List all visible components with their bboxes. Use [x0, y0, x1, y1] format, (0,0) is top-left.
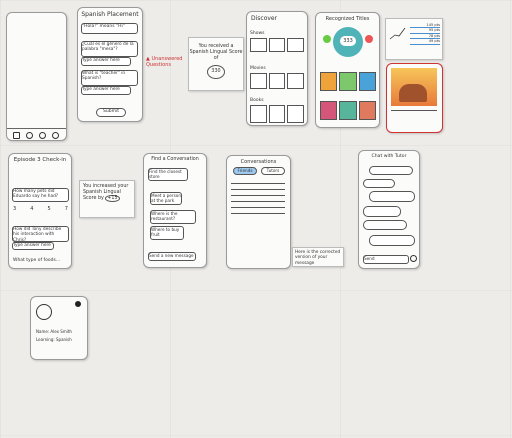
- send-icon[interactable]: [410, 255, 417, 262]
- episode-checkin-screen: Episode 3 Check-in How many pets did Edu…: [8, 153, 72, 269]
- message-input[interactable]: Send a new message: [148, 252, 196, 261]
- bottom-nav: [7, 128, 66, 140]
- stats-list: 145 pts 95 pts 78 pts 49 pts: [410, 23, 440, 45]
- media-tile[interactable]: [287, 37, 305, 52]
- points-stats-note: 145 pts 95 pts 78 pts 49 pts: [385, 18, 443, 60]
- media-tile[interactable]: [287, 72, 305, 89]
- score-change: +15: [105, 194, 120, 202]
- title-grid: [320, 72, 376, 120]
- correction-note: Here is the corrected version of your me…: [292, 247, 344, 267]
- media-tile[interactable]: [268, 104, 286, 123]
- title-tile[interactable]: [358, 72, 376, 91]
- question-3: What type of foods...: [13, 258, 61, 263]
- page-title: Conversations: [240, 159, 277, 165]
- message-input[interactable]: Send: [363, 255, 409, 264]
- submit-button[interactable]: Submit: [96, 108, 126, 117]
- section-movies: Movies: [250, 66, 305, 89]
- option[interactable]: 7: [64, 206, 68, 212]
- chat-screen: Chat with Tutor Send: [358, 150, 420, 269]
- answer-3-field[interactable]: Type answer here: [81, 86, 131, 95]
- conversations-screen: Conversations Friends Tutors: [226, 155, 291, 269]
- page-title: Recognized Titles: [325, 16, 370, 22]
- list-item[interactable]: [231, 201, 285, 202]
- title-tile[interactable]: [358, 101, 376, 120]
- title-tile[interactable]: [339, 101, 357, 120]
- search-icon[interactable]: [26, 132, 33, 139]
- question-1: "Hola!" means "Hi": [81, 23, 138, 34]
- media-tile[interactable]: [268, 37, 286, 52]
- find-conversation-screen: Find a Conversation Find the closest sto…: [143, 153, 207, 268]
- option[interactable]: 3: [13, 206, 17, 212]
- media-tile[interactable]: [250, 72, 267, 89]
- placement-test-screen: Spanish Placement "Hola!" means "Hi" ¿Cu…: [77, 7, 143, 122]
- poster-figures: [399, 84, 427, 102]
- media-tile[interactable]: [287, 104, 305, 123]
- media-tile[interactable]: [268, 72, 286, 89]
- title-tile[interactable]: [320, 101, 338, 120]
- profile-learning: Learning: Spanish: [36, 337, 72, 342]
- list-item[interactable]: [231, 213, 285, 214]
- list-item[interactable]: [231, 183, 285, 184]
- option[interactable]: 4: [30, 206, 34, 212]
- title-tile[interactable]: [320, 72, 338, 91]
- score-value: 333: [340, 36, 356, 46]
- movie-info-lines: [391, 110, 437, 127]
- green-badge-icon: [323, 35, 331, 43]
- media-tile[interactable]: [250, 37, 267, 52]
- question-3: What is "teacher" in Spanish?: [81, 70, 138, 86]
- score-circle: 330: [207, 64, 225, 79]
- conversation-list: [231, 178, 285, 219]
- answer-2-field[interactable]: Type answer here: [81, 57, 131, 66]
- topic-item[interactable]: Meet a person at the park: [150, 192, 182, 205]
- section-books: Books: [250, 98, 305, 123]
- message-bubble: [369, 191, 415, 202]
- movie-detail-screen: [386, 63, 443, 133]
- discover-screen: Discover Shows Movies Books: [246, 11, 308, 126]
- page-title: Spanish Placement: [81, 11, 139, 18]
- profile-icon[interactable]: [52, 132, 59, 139]
- score-increase-note: You increased your Spanish Lingual Score…: [79, 180, 135, 218]
- message-bubble: [369, 166, 413, 175]
- line-graph-sketch: [389, 27, 406, 40]
- page-title: Find a Conversation: [151, 157, 199, 162]
- list-item[interactable]: [231, 207, 285, 208]
- recognized-titles-screen: Recognized Titles 333: [315, 12, 380, 128]
- media-tile[interactable]: [250, 104, 267, 123]
- answer-2-field[interactable]: Type answer here: [12, 242, 54, 250]
- section-shows: Shows: [250, 31, 305, 52]
- unanswered-questions-note: ▲ Unanswered Questions: [146, 56, 183, 69]
- avatar: [36, 304, 52, 320]
- profile-screen: Name: Alex Smith Learning: Spanish: [30, 296, 88, 360]
- tab-tutors[interactable]: Tutors: [261, 167, 285, 175]
- home-icon[interactable]: [13, 132, 20, 139]
- question-2: How did Tony describe his interaction wi…: [12, 226, 69, 243]
- message-bubble: [369, 235, 415, 246]
- question-2: ¿Cuál es el género de la palabra "mesa"?: [81, 41, 138, 57]
- topic-item[interactable]: Where to buy fruit: [150, 226, 184, 240]
- page-title: Chat with Tutor: [371, 154, 407, 159]
- message-bubble: [363, 179, 395, 188]
- profile-name: Name: Alex Smith: [36, 329, 72, 334]
- blank-phone-screen: [6, 12, 67, 141]
- page-title: Discover: [251, 15, 278, 22]
- red-badge-icon: [365, 35, 373, 43]
- title-tile[interactable]: [339, 72, 357, 91]
- question-1: How many pets did Eduardo say he had?: [12, 188, 69, 202]
- page-title: Episode 3 Check-in: [13, 157, 67, 163]
- option[interactable]: 5: [47, 206, 51, 212]
- topic-item[interactable]: Find the closest store: [148, 168, 188, 181]
- tab-friends[interactable]: Friends: [233, 167, 257, 175]
- option-row: 3 4 5 7: [13, 206, 68, 212]
- settings-icon[interactable]: [75, 301, 81, 307]
- topic-item[interactable]: Where is the restaurant?: [150, 210, 196, 224]
- message-bubble: [363, 220, 407, 230]
- chat-icon[interactable]: [39, 132, 46, 139]
- list-item[interactable]: [231, 189, 285, 190]
- warning-icon: ▲: [146, 56, 150, 62]
- lingual-score-note: You received a Spanish Lingual Score of …: [188, 37, 244, 91]
- message-bubble: [363, 206, 401, 217]
- list-item[interactable]: [231, 195, 285, 196]
